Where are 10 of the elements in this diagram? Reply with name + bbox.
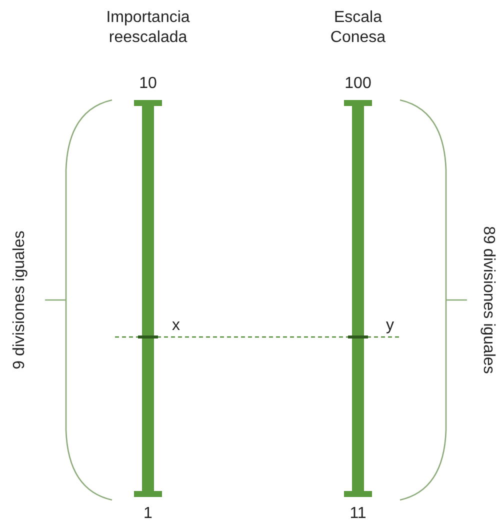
scale-value: 1 [142, 504, 154, 524]
brace-label: 9 divisiones iguales [10, 230, 29, 372]
variable-label: y [385, 316, 395, 336]
axis-heading: Importancia reescalada [105, 8, 191, 48]
brace-label: 89 divisiones iguales [479, 225, 498, 376]
scale-value: 10 [138, 74, 158, 94]
scale-value: 11 [348, 504, 368, 524]
scale-value: 100 [344, 74, 372, 94]
variable-label: x [171, 316, 181, 336]
axis-heading: Escala Conesa [329, 8, 387, 48]
